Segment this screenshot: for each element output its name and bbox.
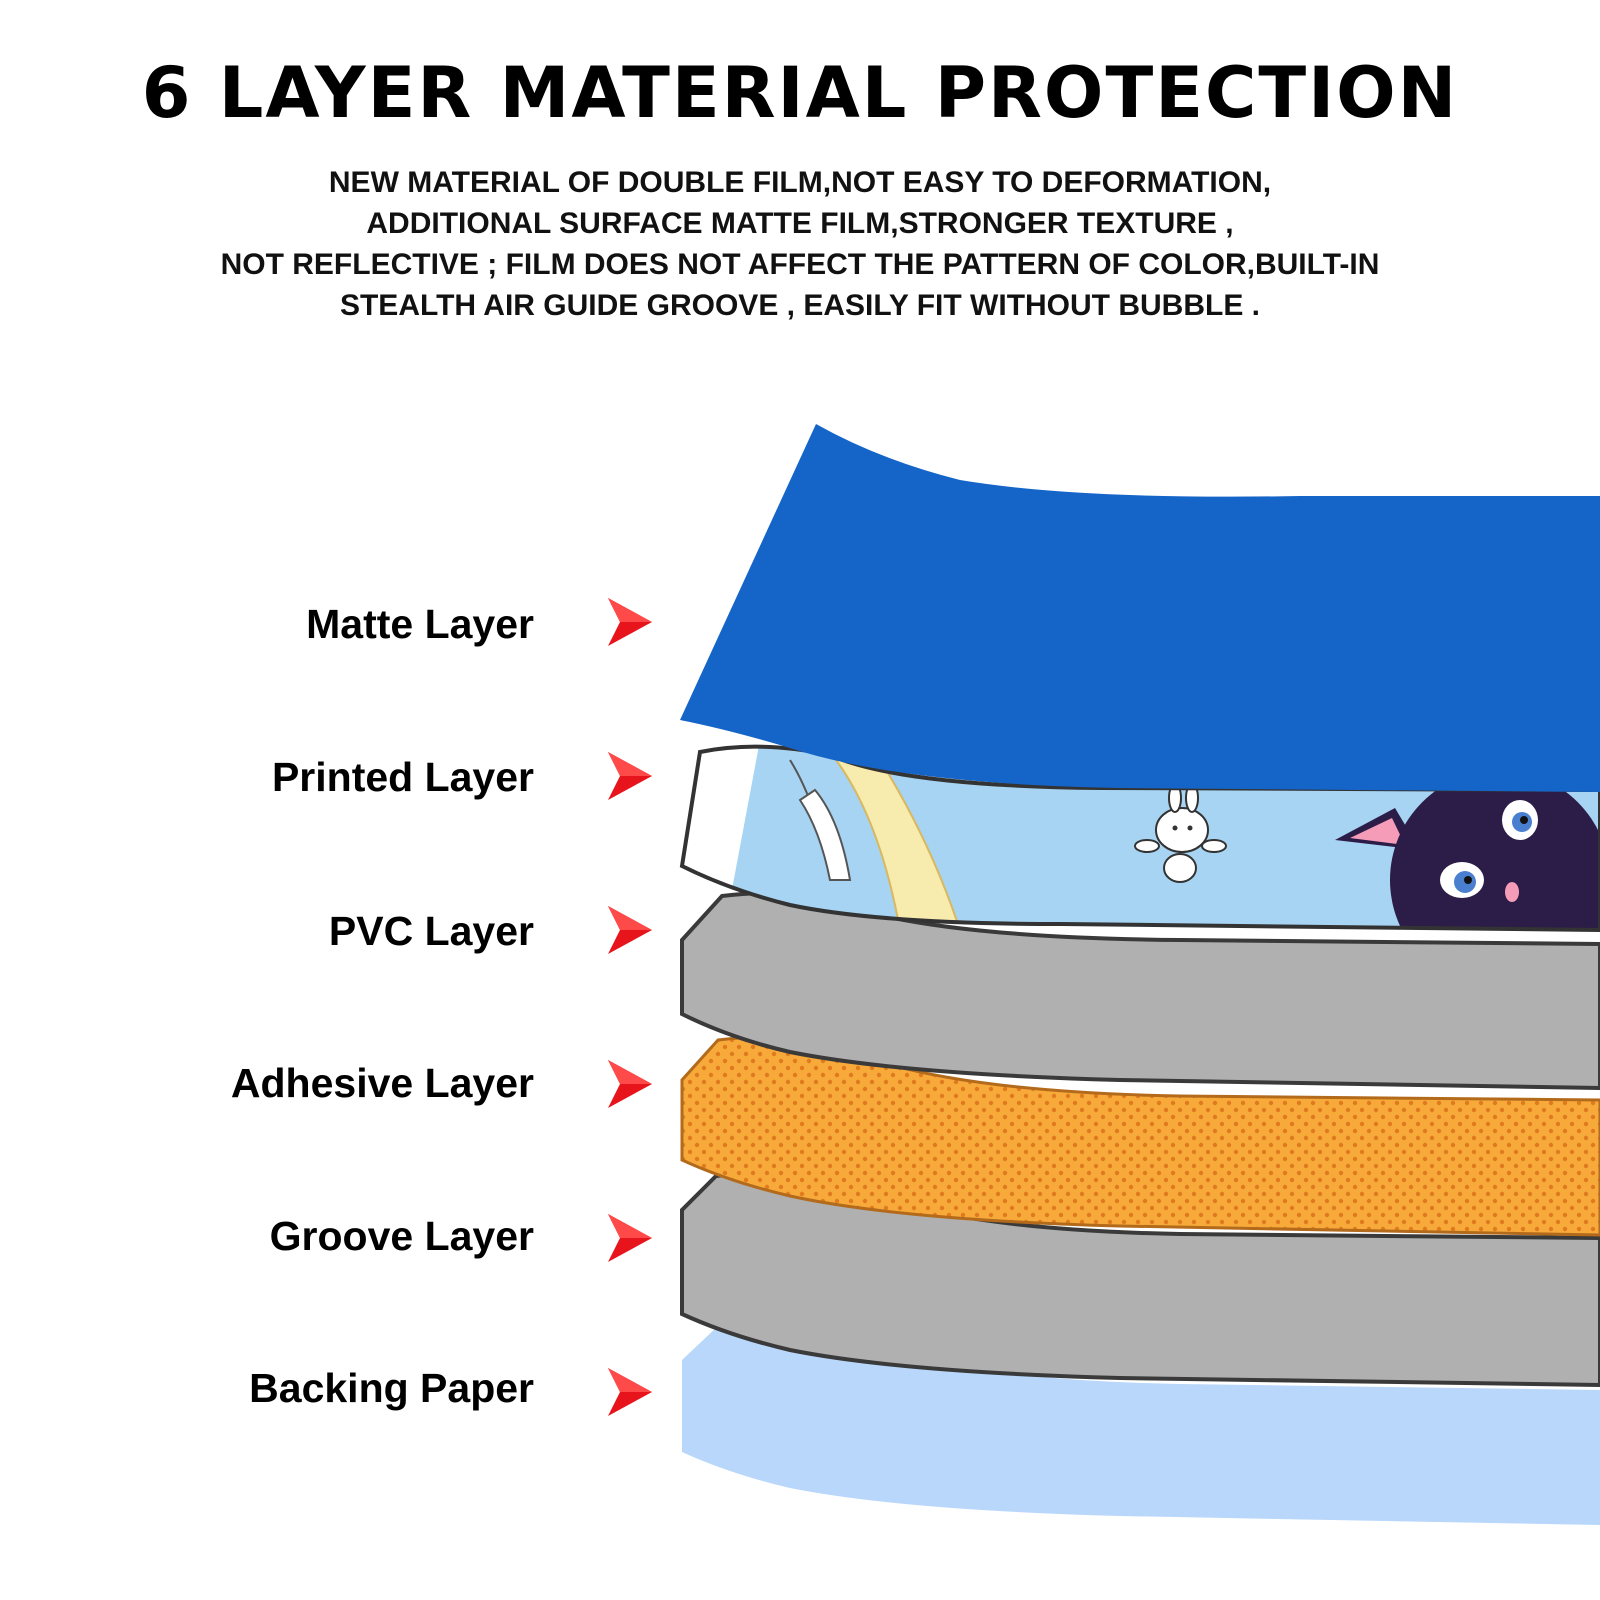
description: NEW MATERIAL OF DOUBLE FILM,NOT EASY TO … (0, 162, 1600, 326)
label-pvc-layer: PVC Layer (328, 908, 534, 954)
description-line: STEALTH AIR GUIDE GROOVE , EASILY FIT WI… (339, 289, 1261, 322)
white-bunny-icon (1134, 783, 1227, 883)
red-arrow-icon (608, 1368, 652, 1416)
label-printed-layer: Printed Layer (271, 754, 534, 800)
red-arrow-icon (608, 752, 652, 800)
description-line: NEW MATERIAL OF DOUBLE FILM,NOT EASY TO … (328, 166, 1272, 199)
black-cat-icon (1335, 770, 1600, 930)
red-arrow-icon (608, 598, 652, 646)
label-groove-layer: Groove Layer (269, 1213, 534, 1259)
label-matte-layer: Matte Layer (306, 601, 534, 647)
backing-paper-layer (682, 1323, 1600, 1525)
matte-layer (680, 424, 1600, 792)
description-line: ADDITIONAL SURFACE MATTE FILM,STRONGER T… (366, 207, 1234, 240)
description-line: NOT REFLECTIVE ; FILM DOES NOT AFFECT TH… (220, 248, 1380, 281)
label-backing-paper: Backing Paper (249, 1365, 534, 1411)
red-arrow-icon (608, 906, 652, 954)
page-title: 6 LAYER MATERIAL PROTECTION (141, 52, 1459, 134)
red-arrow-icon (608, 1214, 652, 1262)
red-arrow-icon (608, 1060, 652, 1108)
label-adhesive-layer: Adhesive Layer (230, 1060, 534, 1106)
